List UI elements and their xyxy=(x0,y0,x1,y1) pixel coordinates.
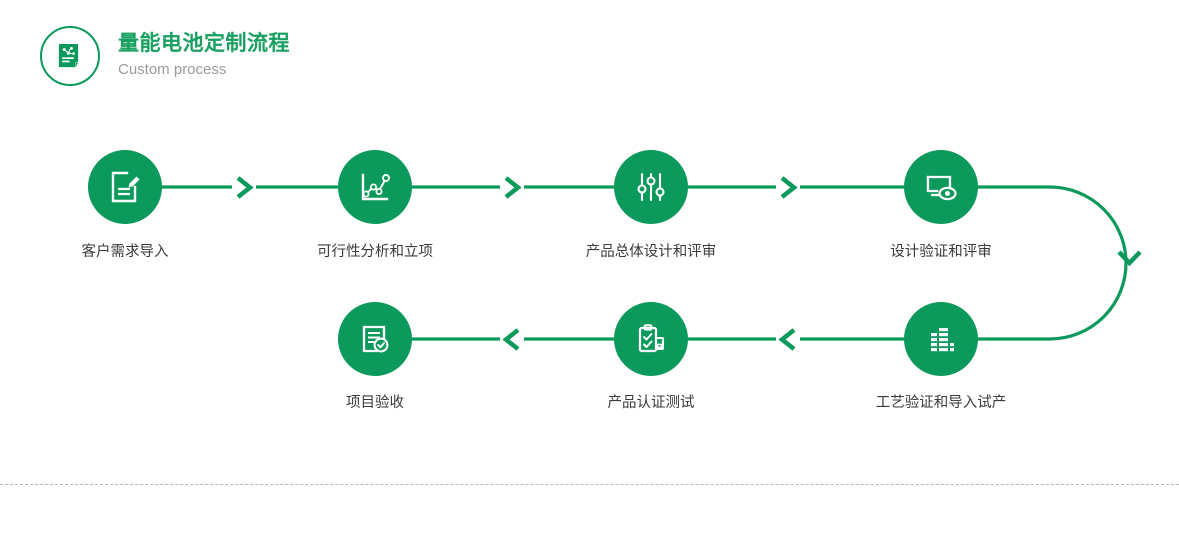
bar-blocks-icon xyxy=(931,328,954,352)
flowchart-document-icon xyxy=(58,44,79,68)
section-divider xyxy=(0,484,1179,485)
document-seal-check-icon xyxy=(362,325,389,353)
flow-label-step-5: 工艺验证和导入试产 xyxy=(875,395,1007,411)
flow-label-step-4: 设计验证和评审 xyxy=(890,244,992,260)
arrow-step3-step4 xyxy=(780,176,798,199)
header-badge xyxy=(40,26,100,86)
flow-label-step-7: 项目验收 xyxy=(346,395,404,411)
header-text-block: 量能电池定制流程 Custom process xyxy=(118,31,290,81)
arrow-step6-step7 xyxy=(502,328,520,351)
flow-node-step-4[interactable] xyxy=(904,150,978,224)
page-title: 量能电池定制流程 xyxy=(118,32,290,55)
flow-node-step-1[interactable] xyxy=(88,150,162,224)
flow-label-step-3: 产品总体设计和评审 xyxy=(585,244,717,260)
flow-node-step-3[interactable] xyxy=(614,150,688,224)
flow-label-step-2: 可行性分析和立项 xyxy=(317,244,433,260)
flow-node-step-7[interactable] xyxy=(338,302,412,376)
arrow-step1-step2 xyxy=(236,176,254,199)
clipboard-check-icon xyxy=(638,324,665,353)
arrow-step4-step5 xyxy=(1117,250,1142,267)
connector-u-turn xyxy=(978,185,1128,341)
flow-node-step-6[interactable] xyxy=(614,302,688,376)
page-subtitle: Custom process xyxy=(118,61,227,78)
flow-label-step-1: 客户需求导入 xyxy=(81,244,169,260)
monitor-eye-icon xyxy=(926,175,957,201)
sliders-icon xyxy=(637,172,665,202)
flow-node-step-2[interactable] xyxy=(338,150,412,224)
arrow-step2-step3 xyxy=(504,176,522,199)
flow-node-step-5[interactable] xyxy=(904,302,978,376)
arrow-step5-step6 xyxy=(778,328,796,351)
section-header: 量能电池定制流程 Custom process xyxy=(40,26,290,86)
flow-label-step-6: 产品认证测试 xyxy=(607,395,695,411)
document-pencil-icon xyxy=(111,171,140,203)
line-chart-icon xyxy=(361,173,390,201)
